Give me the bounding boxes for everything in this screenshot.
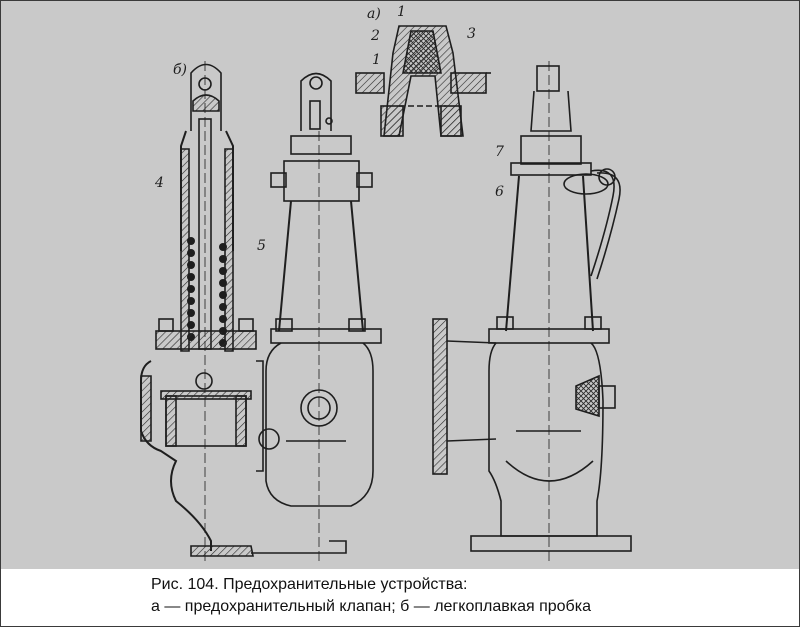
figure-caption: Рис. 104. Предохранительные устройства: … — [151, 574, 591, 618]
detail-a-plug — [355, 25, 491, 137]
callout-6: 6 — [495, 184, 504, 200]
callout-a: а) — [367, 6, 381, 22]
fusible-plug-exterior-right — [432, 61, 632, 561]
caption-title: Рис. 104. Предохранительные устройства: — [151, 576, 468, 593]
drawing-svg — [140, 25, 632, 561]
callout-1-top: 1 — [397, 4, 406, 20]
callout-4: 4 — [155, 175, 164, 191]
callout-b: б) — [173, 62, 188, 78]
callout-5: 5 — [257, 238, 266, 254]
callout-7: 7 — [495, 144, 504, 160]
technical-illustration: а) 1 2 3 1 б) 4 5 7 6 — [1, 1, 799, 569]
valve-section-left — [140, 61, 347, 561]
callout-3: 3 — [467, 26, 476, 42]
valve-exterior-middle — [265, 72, 382, 561]
callout-1-side: 1 — [372, 52, 381, 68]
caption-subtitle: а — предохранительный клапан; б — легкоп… — [151, 598, 591, 615]
callout-2: 2 — [371, 28, 380, 44]
